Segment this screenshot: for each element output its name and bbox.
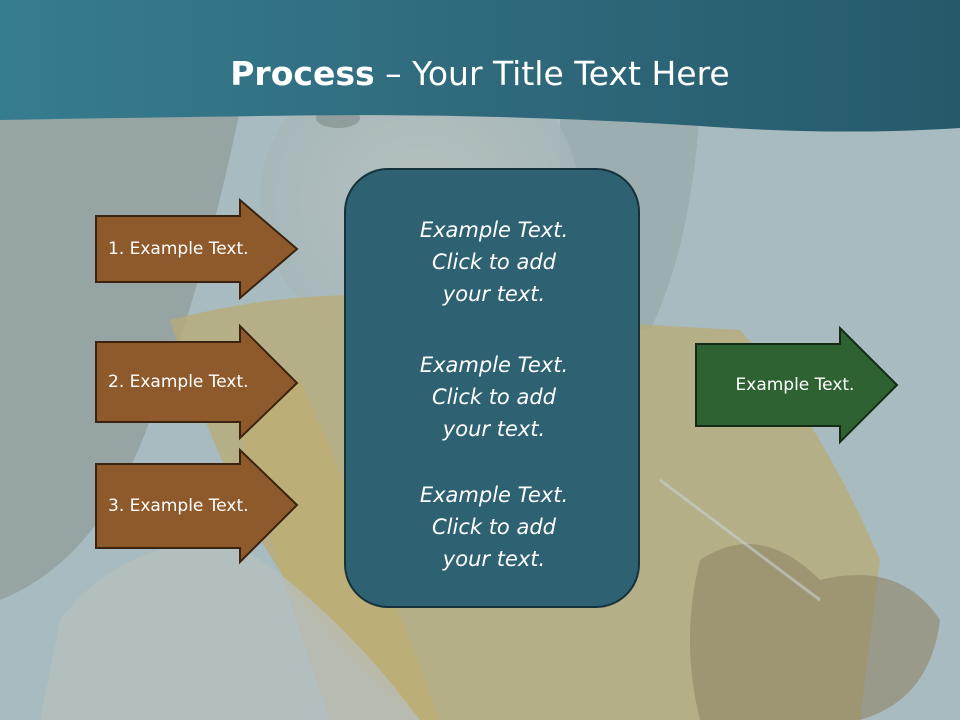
- slide-title[interactable]: Process – Your Title Text Here: [0, 52, 960, 96]
- right-arrow-shape: [695, 325, 899, 445]
- center-item-2-line1: Example Text.: [419, 353, 569, 377]
- center-item-3-line1: Example Text.: [419, 483, 569, 507]
- center-item-1: Example Text. Click to add your text.: [346, 214, 642, 310]
- center-item-1-line1: Example Text.: [419, 218, 569, 242]
- left-arrow-1-shape: [95, 197, 299, 301]
- left-arrow-3[interactable]: 3. Example Text.: [95, 447, 299, 565]
- right-arrow-label: Example Text.: [735, 375, 855, 395]
- center-item-3: Example Text. Click to add your text.: [346, 479, 642, 575]
- center-item-3-line2: Click to add: [431, 515, 556, 539]
- center-item-2: Example Text. Click to add your text.: [346, 349, 642, 445]
- left-arrow-1[interactable]: 1. Example Text.: [95, 197, 299, 301]
- center-text-box[interactable]: Example Text. Click to add your text. Ex…: [344, 168, 640, 608]
- slide-title-rest: – Your Title Text Here: [374, 54, 730, 93]
- left-arrow-2[interactable]: 2. Example Text.: [95, 323, 299, 441]
- left-arrow-2-label: 2. Example Text.: [108, 372, 249, 392]
- right-arrow[interactable]: Example Text.: [695, 325, 899, 445]
- slide-title-bold: Process: [230, 54, 375, 93]
- left-arrow-3-label: 3. Example Text.: [108, 496, 249, 516]
- left-arrow-3-shape: [95, 447, 299, 565]
- center-item-1-line2: Click to add: [431, 250, 556, 274]
- center-item-3-line3: your text.: [442, 547, 546, 571]
- center-item-2-line2: Click to add: [431, 385, 556, 409]
- center-item-2-line3: your text.: [442, 417, 546, 441]
- left-arrow-2-shape: [95, 323, 299, 441]
- left-arrow-1-label: 1. Example Text.: [108, 239, 249, 259]
- center-item-1-line3: your text.: [442, 282, 546, 306]
